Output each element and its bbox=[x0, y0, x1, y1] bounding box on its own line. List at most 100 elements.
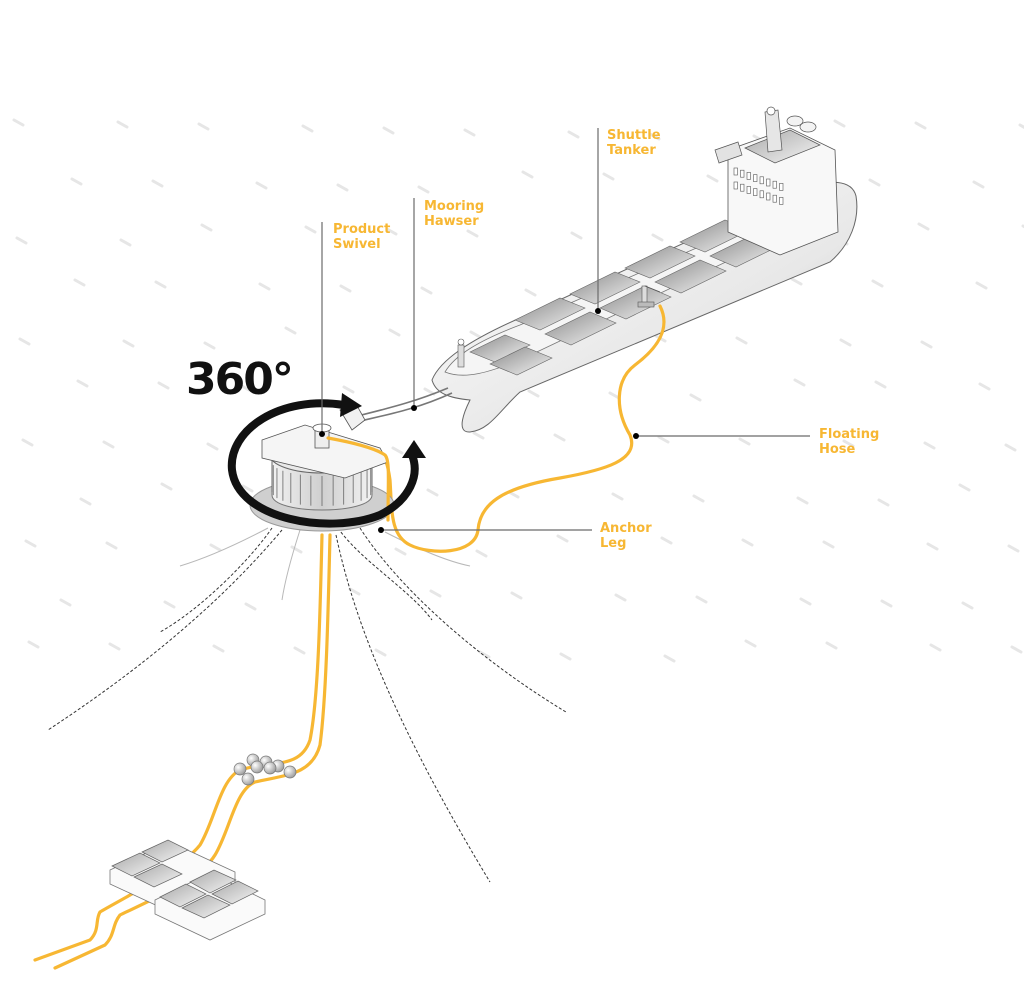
wave-tick bbox=[102, 440, 115, 449]
wave-tick bbox=[695, 595, 708, 604]
wave-tick bbox=[76, 379, 89, 388]
sea-surface-texture bbox=[12, 118, 1024, 663]
plem-block bbox=[141, 839, 189, 863]
wave-tick bbox=[200, 223, 213, 232]
label-shuttle-tanker: Shuttle Tanker bbox=[607, 128, 661, 158]
wave-tick bbox=[611, 492, 624, 501]
wave-tick bbox=[972, 180, 985, 189]
wave-tick bbox=[394, 547, 407, 556]
wave-tick bbox=[342, 385, 355, 394]
wave-tick bbox=[929, 643, 942, 652]
seabed-plem bbox=[109, 839, 266, 941]
leader-dot bbox=[411, 405, 417, 411]
window bbox=[759, 190, 764, 199]
wave-tick bbox=[1010, 645, 1023, 654]
wave-tick bbox=[119, 238, 132, 247]
window bbox=[766, 178, 771, 187]
cargo-hatch bbox=[514, 297, 586, 331]
wave-tick bbox=[420, 286, 433, 295]
wave-tick bbox=[790, 277, 803, 286]
anchor-leg-line-soft bbox=[179, 527, 269, 567]
window bbox=[733, 167, 738, 176]
wave-tick bbox=[472, 431, 485, 440]
float-buoy bbox=[241, 772, 255, 786]
wave-tick bbox=[426, 488, 439, 497]
leader-dot bbox=[595, 308, 601, 314]
wave-tick bbox=[157, 381, 170, 390]
window bbox=[772, 194, 777, 203]
rotation-arrow-360 bbox=[227, 393, 426, 528]
wave-tick bbox=[657, 435, 670, 444]
wave-tick bbox=[825, 641, 838, 650]
cargo-hatch bbox=[599, 285, 672, 320]
midship-manifold-crane bbox=[637, 285, 661, 308]
plem-block bbox=[111, 852, 161, 877]
window bbox=[766, 192, 771, 201]
wave-tick bbox=[24, 539, 37, 548]
window bbox=[779, 197, 784, 205]
wave-tick bbox=[920, 340, 933, 349]
wave-tick bbox=[336, 183, 349, 192]
cargo-hatch bbox=[544, 311, 617, 346]
leader-dot bbox=[319, 431, 325, 437]
wave-tick bbox=[388, 328, 401, 337]
wave-tick bbox=[917, 222, 930, 231]
window bbox=[779, 183, 784, 191]
wave-tick bbox=[423, 387, 436, 396]
anchor-leg-line bbox=[47, 529, 283, 731]
anchor-legs bbox=[47, 527, 567, 883]
wave-tick bbox=[258, 282, 271, 291]
arrowhead-icon bbox=[340, 393, 362, 417]
anchor-leg-line bbox=[335, 534, 491, 883]
wave-tick bbox=[116, 120, 129, 129]
plem-block bbox=[211, 880, 259, 905]
wave-tick bbox=[197, 122, 210, 131]
wave-tick bbox=[429, 589, 442, 598]
wave-tick bbox=[914, 121, 927, 130]
wave-tick bbox=[559, 652, 572, 661]
callout-leaders bbox=[319, 128, 810, 533]
plem-block bbox=[181, 894, 231, 919]
wave-tick bbox=[521, 170, 534, 179]
funnel bbox=[799, 121, 817, 133]
wave-tick bbox=[12, 118, 25, 127]
window bbox=[740, 183, 745, 192]
buoy-hose-arm bbox=[326, 436, 390, 522]
wave-tick bbox=[478, 650, 491, 659]
subsea-floats bbox=[233, 753, 297, 786]
float-buoy bbox=[233, 762, 247, 776]
window bbox=[740, 169, 745, 178]
wave-tick bbox=[614, 593, 627, 602]
wave-tick bbox=[796, 496, 809, 505]
wave-tick bbox=[874, 380, 887, 389]
wave-tick bbox=[553, 433, 566, 442]
wave-tick bbox=[663, 654, 676, 663]
window bbox=[746, 186, 751, 194]
wave-tick bbox=[105, 541, 118, 550]
cargo-hatch bbox=[654, 259, 727, 294]
label-mooring-hawser: Mooring Hawser bbox=[424, 199, 485, 229]
wave-tick bbox=[244, 602, 257, 611]
wave-tick bbox=[510, 591, 523, 600]
wave-tick bbox=[660, 536, 673, 545]
float-buoy bbox=[263, 761, 277, 775]
wave-tick bbox=[871, 279, 884, 288]
wave-tick bbox=[923, 441, 936, 450]
riser-hose bbox=[53, 533, 332, 970]
anchor-leg-line bbox=[159, 527, 273, 633]
wave-tick bbox=[154, 280, 167, 289]
wave-tick bbox=[744, 639, 757, 648]
wave-tick bbox=[926, 542, 939, 551]
plem-block bbox=[133, 863, 183, 888]
wave-tick bbox=[284, 326, 297, 335]
wave-tick bbox=[160, 482, 173, 491]
wave-tick bbox=[203, 341, 216, 350]
wave-tick bbox=[475, 549, 488, 558]
wave-tick bbox=[212, 644, 225, 653]
wave-tick bbox=[339, 284, 352, 293]
wave-tick bbox=[741, 538, 754, 547]
cargo-hatch bbox=[489, 346, 553, 376]
cargo-hatch bbox=[624, 245, 696, 279]
wave-tick bbox=[877, 498, 890, 507]
